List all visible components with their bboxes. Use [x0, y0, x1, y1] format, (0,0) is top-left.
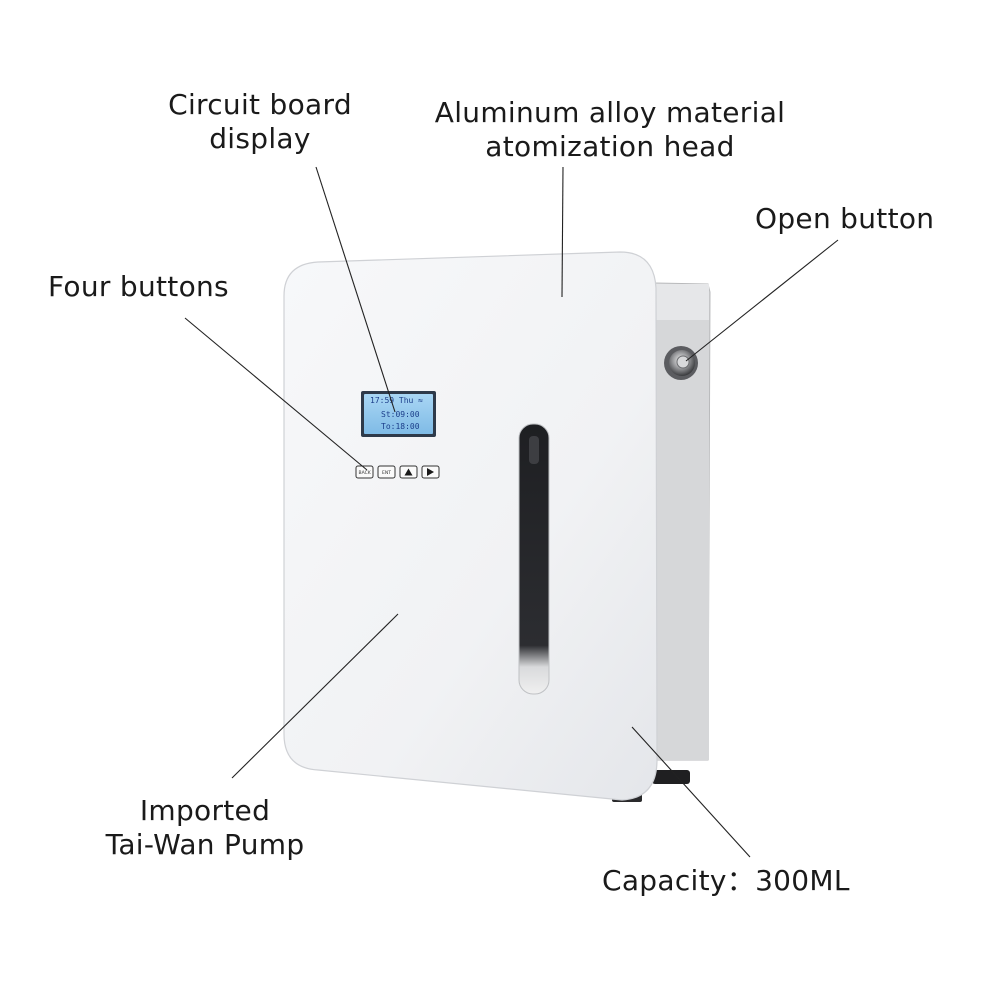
lcd-line-start: St:09:00 — [381, 410, 420, 419]
ent-button-label: ENT — [382, 470, 391, 476]
callout-circuit-line2: display — [209, 122, 311, 155]
front-panel — [283, 251, 658, 801]
leader-line-pump — [231, 613, 399, 779]
callout-pump: Imported Tai-Wan Pump — [80, 794, 330, 862]
callout-open-button: Open button — [755, 202, 935, 235]
lcd-line-end: To:18:00 — [381, 422, 420, 431]
right-button[interactable] — [421, 465, 440, 479]
wifi-icon: ≈ — [418, 396, 423, 405]
callout-aluminum-head: Aluminum alloy material atomization head — [425, 96, 795, 164]
callout-pump-line2: Tai-Wan Pump — [105, 828, 305, 861]
leader-line-capacity — [631, 726, 751, 858]
right-arrow-icon — [427, 468, 434, 476]
open-button-knob[interactable] — [664, 346, 698, 380]
callout-capacity: Capacity：300ML — [602, 864, 850, 897]
back-button-label: BACK — [359, 470, 372, 476]
button-row: BACK ENT — [355, 465, 440, 479]
callout-four-buttons: Four buttons — [48, 270, 229, 303]
ent-button[interactable]: ENT — [377, 465, 396, 479]
callout-aluminum-line1: Aluminum alloy material — [434, 96, 786, 129]
callout-circuit-line1: Circuit board — [168, 88, 352, 121]
back-button[interactable]: BACK — [355, 465, 374, 479]
leader-line-four — [184, 317, 368, 471]
leader-line-circuit — [315, 166, 396, 413]
liquid-window — [518, 423, 550, 695]
lcd-display: 17:59 Thu ≈ St:09:00 To:18:00 — [361, 391, 436, 437]
device-foot — [652, 770, 690, 784]
up-button[interactable] — [399, 465, 418, 479]
callout-pump-line1: Imported — [139, 794, 271, 827]
up-arrow-icon — [404, 468, 413, 476]
callout-circuit-board: Circuit board display — [150, 88, 370, 156]
callout-aluminum-line2: atomization head — [485, 130, 735, 163]
leader-line-open — [685, 239, 839, 362]
leader-line-aluminum — [561, 166, 564, 298]
